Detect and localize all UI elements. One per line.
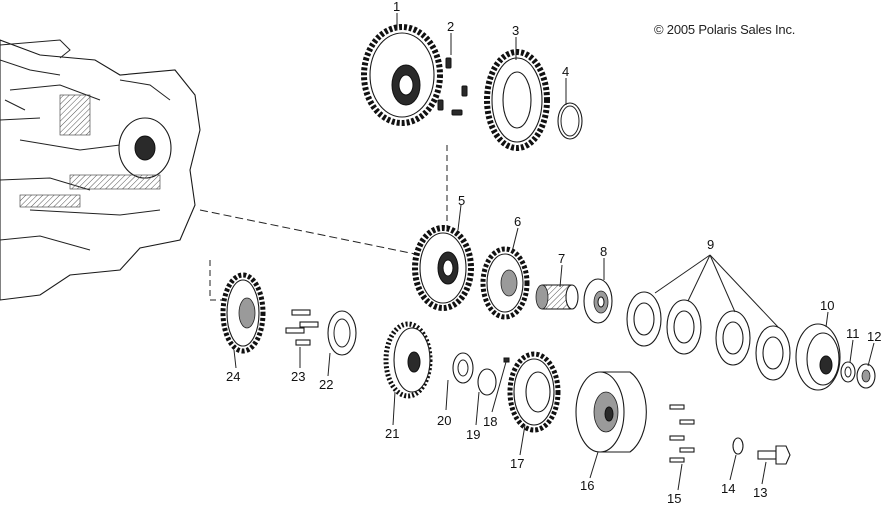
callout-labels: 1 2 3 4 5 6 7 8 9 10 11 12 13 14 15 16 1…: [226, 0, 881, 506]
callout-14: 14: [721, 481, 735, 496]
part-9-plates: [626, 291, 791, 381]
callout-22: 22: [319, 377, 333, 392]
callout-12: 12: [867, 329, 881, 344]
callout-15: 15: [667, 491, 681, 506]
callout-6: 6: [514, 214, 521, 229]
part-7-bearing: [535, 284, 579, 310]
part-17-sprocket: [507, 351, 561, 433]
callout-24: 24: [226, 369, 240, 384]
part-4-snap-ring: [557, 102, 583, 140]
part-23-bolts: [285, 309, 319, 346]
callout-19: 19: [466, 427, 480, 442]
callout-2: 2: [447, 19, 454, 34]
part-5-gear: [412, 225, 474, 311]
part-8-hub: [583, 278, 613, 324]
leader-lines: [233, 13, 875, 491]
part-24-gear: [220, 272, 266, 354]
callout-5: 5: [458, 193, 465, 208]
part-12-nut: [856, 363, 876, 389]
callout-11: 11: [846, 326, 860, 341]
callout-18: 18: [483, 414, 497, 429]
callout-21: 21: [385, 426, 399, 441]
part-15-screws: [669, 404, 695, 463]
part-16-flywheel: [575, 371, 647, 453]
callout-7: 7: [558, 251, 565, 266]
part-19-ring: [477, 368, 497, 396]
callout-16: 16: [580, 478, 594, 493]
callout-8: 8: [600, 244, 607, 259]
part-6-gear: [480, 246, 530, 320]
part-10-drum: [795, 323, 841, 391]
part-22-seal: [327, 310, 357, 356]
part-21-pulley: [383, 321, 433, 399]
part-1-gear: [361, 24, 443, 126]
callout-23: 23: [291, 369, 305, 384]
part-13-bolt: [757, 445, 791, 465]
part-2-keys: [437, 57, 468, 116]
part-20-washer: [452, 352, 474, 384]
callout-13: 13: [753, 485, 767, 500]
callout-10: 10: [820, 298, 834, 313]
part-11-washer: [840, 361, 856, 383]
callout-4: 4: [562, 64, 569, 79]
part-3-ring-gear: [484, 49, 550, 151]
callout-20: 20: [437, 413, 451, 428]
callout-3: 3: [512, 23, 519, 38]
part-18-pin: [503, 357, 510, 363]
callout-17: 17: [510, 456, 524, 471]
callout-9: 9: [707, 237, 714, 252]
engine-block: [0, 39, 201, 301]
copyright-notice: © 2005 Polaris Sales Inc.: [654, 22, 796, 37]
part-14-washer: [732, 437, 744, 455]
callout-1: 1: [393, 0, 400, 14]
